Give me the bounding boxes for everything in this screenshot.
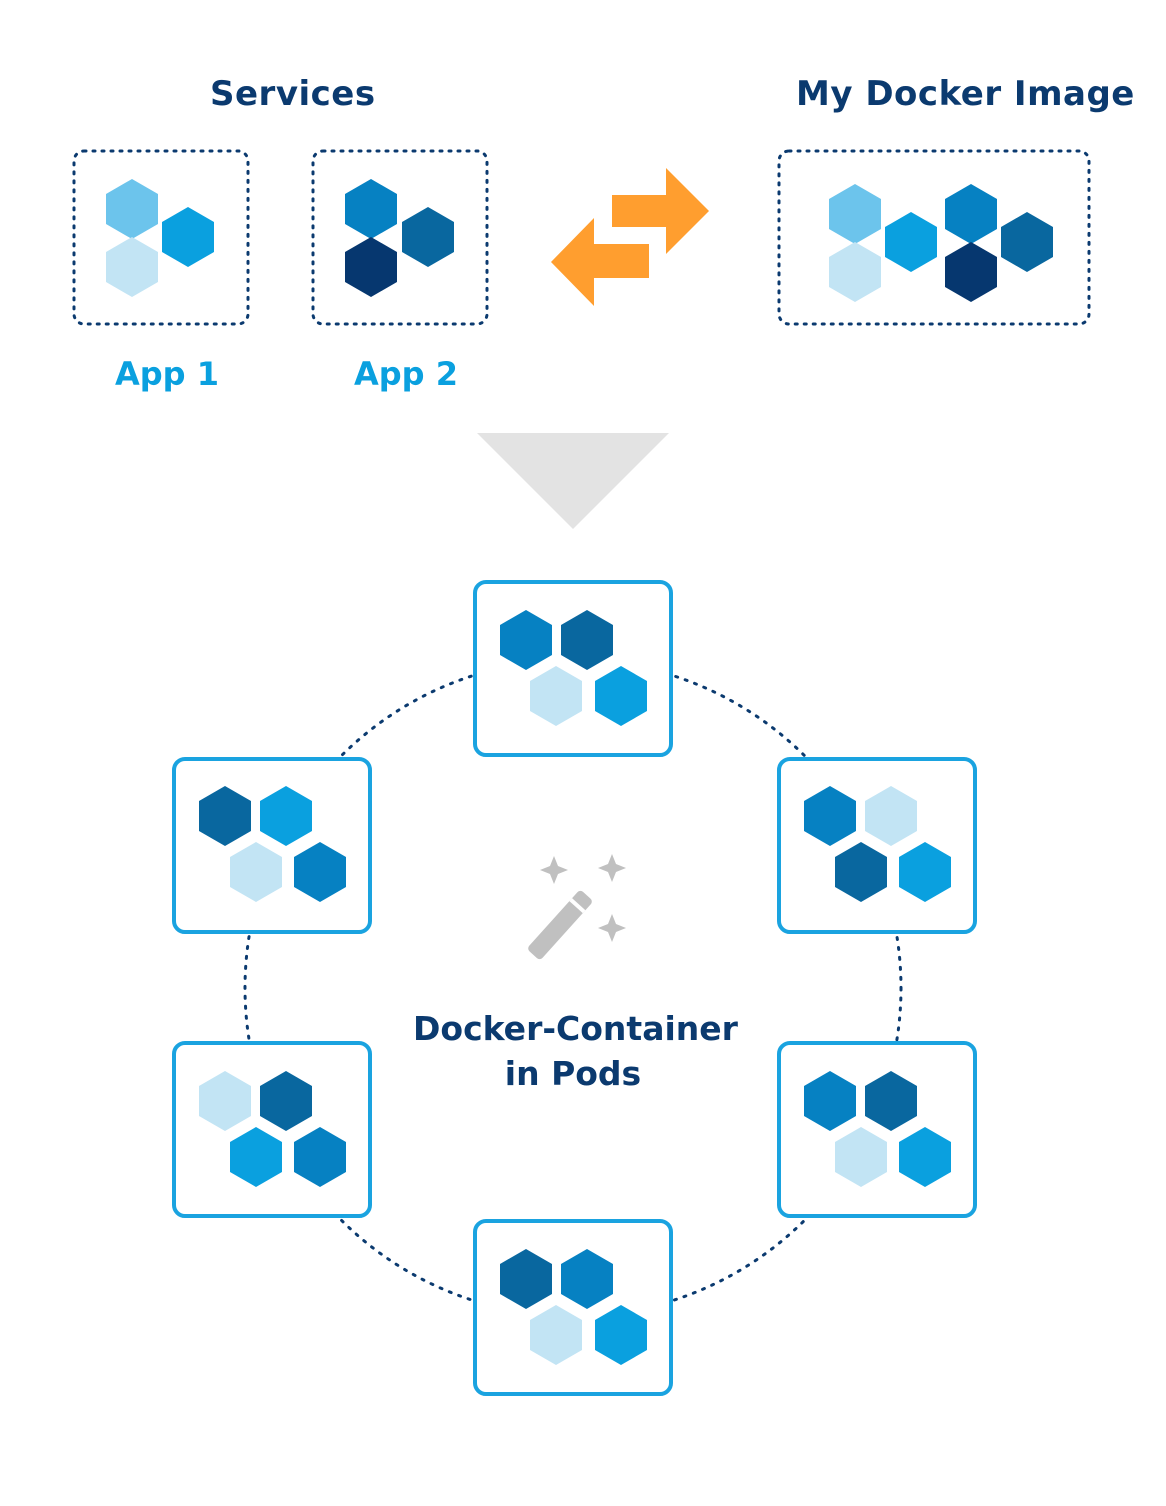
hexagon-icon bbox=[1001, 212, 1053, 272]
center-label-line2: in Pods bbox=[504, 1054, 642, 1093]
hexagon-icon bbox=[106, 179, 158, 239]
pod-upper-left bbox=[172, 757, 372, 934]
docker-image-title: My Docker Image bbox=[796, 74, 1135, 114]
app2-label: App 2 bbox=[354, 355, 458, 393]
app1-frame bbox=[72, 149, 250, 326]
pod-ring bbox=[243, 658, 903, 1318]
center-label: Docker-Container in Pods bbox=[413, 1006, 738, 1096]
app2-hexagons bbox=[345, 179, 454, 297]
pod-top bbox=[473, 580, 673, 757]
services-title: Services bbox=[210, 74, 376, 114]
docker-image-hexagons bbox=[829, 184, 1053, 302]
pod-bottom bbox=[473, 1219, 673, 1396]
hexagon-icon bbox=[402, 207, 454, 267]
app1-label: App 1 bbox=[115, 355, 219, 393]
hexagon-icon bbox=[885, 212, 937, 272]
app1-hexagons bbox=[106, 179, 214, 297]
center-label-line1: Docker-Container bbox=[413, 1009, 738, 1048]
hexagon-icon bbox=[345, 179, 397, 239]
hexagon-icon bbox=[162, 207, 214, 267]
hexagon-icon bbox=[945, 242, 997, 302]
hexagon-icon bbox=[106, 237, 158, 297]
app2-frame bbox=[311, 149, 489, 326]
hexagon-icon bbox=[945, 184, 997, 244]
pod-lower-left bbox=[172, 1041, 372, 1218]
hexagon-icon bbox=[345, 237, 397, 297]
down-triangle-icon bbox=[477, 433, 669, 529]
docker-image-frame bbox=[777, 149, 1091, 326]
swap-arrows-icon bbox=[551, 168, 709, 306]
hexagon-icon bbox=[829, 184, 881, 244]
pod-upper-right bbox=[777, 757, 977, 934]
hexagon-icon bbox=[829, 242, 881, 302]
magic-wand-icon bbox=[528, 854, 626, 960]
pod-lower-right bbox=[777, 1041, 977, 1218]
